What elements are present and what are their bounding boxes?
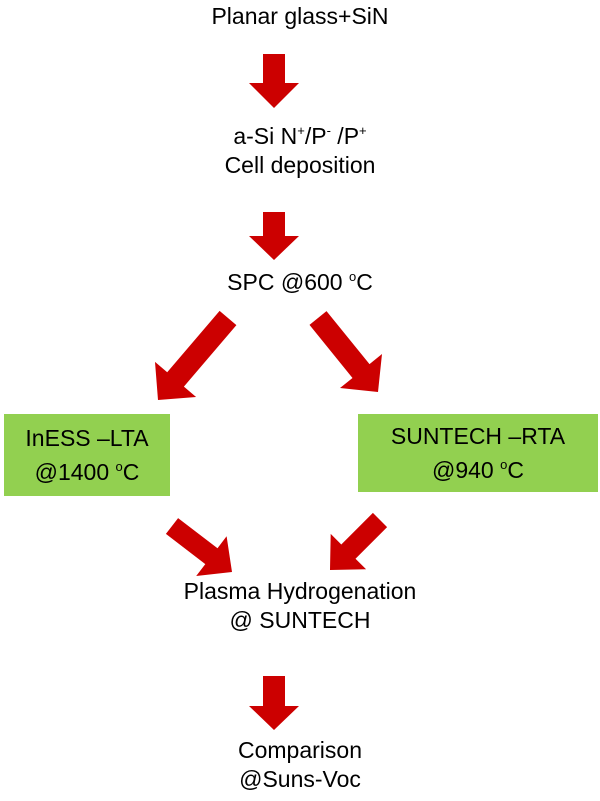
spc-text: SPC @600: [227, 269, 349, 295]
deposition-sup-1: +: [297, 123, 305, 138]
rta-degree: o: [500, 457, 508, 472]
arrow-spc-to-lta: [155, 310, 237, 400]
spc-node: SPC @600 oC: [150, 268, 450, 297]
plasma-line2: @ SUNTECH: [229, 607, 371, 633]
start-node: Planar glass+SiN: [150, 2, 450, 31]
deposition-sup-3: +: [359, 123, 367, 138]
arrow-spc-to-rta: [309, 311, 382, 392]
spc-degree: o: [348, 269, 357, 284]
lta-temp: @1400: [34, 459, 116, 485]
plasma-node: Plasma Hydrogenation @ SUNTECH: [100, 577, 500, 635]
plasma-line1: Plasma Hydrogenation: [183, 578, 417, 604]
arrow-start-to-deposition: [249, 54, 299, 108]
rta-box-line2: @940 oC: [391, 453, 565, 487]
arrow-plasma-to-comparison: [249, 676, 299, 730]
lta-box-line2: @1400 oC: [25, 455, 148, 489]
deposition-line1: a-Si N+/P- /P+: [130, 122, 470, 151]
rta-box-line1: SUNTECH –RTA: [390, 423, 566, 449]
comparison-line1: Comparison: [238, 737, 362, 763]
start-node-text: Planar glass+SiN: [211, 3, 389, 29]
arrow-deposition-to-spc: [249, 212, 299, 260]
rta-box-content: SUNTECH –RTA @940 oC: [391, 419, 565, 487]
deposition-text-b: /P: [304, 123, 327, 149]
arrow-lta-to-plasma: [165, 518, 232, 576]
arrow-group: [155, 54, 388, 730]
rta-temp: @940: [432, 457, 501, 483]
rta-box: SUNTECH –RTA @940 oC: [358, 414, 598, 492]
deposition-text-a: a-Si N: [233, 123, 298, 149]
comparison-node: Comparison @Suns-Voc: [150, 736, 450, 794]
deposition-node: a-Si N+/P- /P+ Cell deposition: [130, 122, 470, 180]
lta-unit: C: [122, 459, 140, 485]
lta-box: InESS –LTA @1400 oC: [4, 414, 170, 496]
deposition-text-c: /P: [330, 123, 360, 149]
spc-unit: C: [356, 269, 373, 295]
lta-box-content: InESS –LTA @1400 oC: [25, 421, 148, 489]
deposition-line2: Cell deposition: [224, 152, 376, 178]
lta-box-line1: InESS –LTA: [25, 425, 149, 451]
rta-unit: C: [507, 457, 524, 483]
comparison-line2: @Suns-Voc: [239, 766, 361, 792]
arrow-rta-to-plasma: [330, 512, 388, 570]
deposition-sup-2: -: [326, 123, 331, 138]
lta-degree: o: [115, 459, 123, 474]
